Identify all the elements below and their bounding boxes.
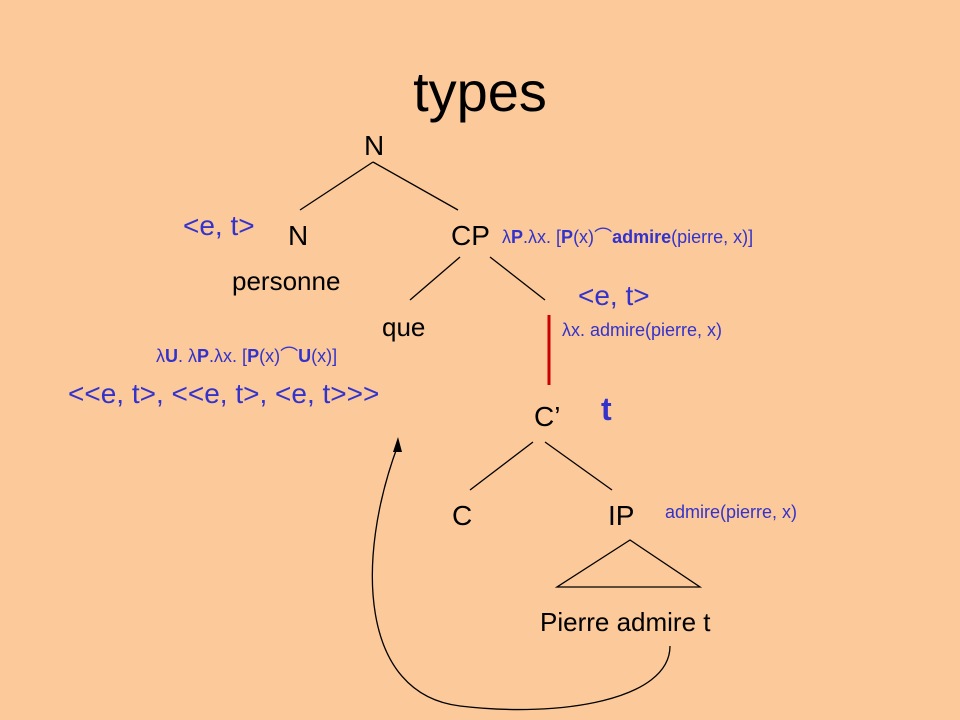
node-n-left: N — [288, 220, 309, 251]
semantics-ip: admire(pierre, x) — [665, 502, 798, 522]
semantics-cp: λP.λx. [P(x)⌒admire(pierre, x)] — [502, 227, 754, 247]
type-t: t — [601, 391, 612, 427]
semantics-cbar: λx. admire(pierre, x) — [562, 320, 723, 340]
movement-arrow — [371, 444, 671, 711]
type-que: <<e, t>, <<e, t>, <e, t>>> — [68, 378, 380, 409]
node-cp: CP — [451, 220, 490, 251]
terminal-pierre-admire-t: Pierre admire t — [540, 607, 711, 637]
type-cbar: <e, t> — [578, 280, 650, 311]
node-n-top: N — [364, 130, 385, 161]
node-c-bar: C’ — [534, 401, 561, 432]
edge-cp-to-cbar — [489, 256, 546, 301]
type-n-left: <e, t> — [183, 210, 255, 241]
node-c: C — [452, 500, 473, 531]
word-que: que — [382, 312, 426, 342]
edge-cbar-to-c — [469, 441, 534, 491]
edge-cp-to-que — [409, 256, 461, 301]
semantics-que: λU. λP.λx. [P(x)⌒U(x)] — [156, 346, 338, 366]
word-personne: personne — [232, 266, 341, 296]
edge-n-to-cp — [372, 161, 459, 211]
node-ip: IP — [608, 500, 635, 531]
movement-arrowhead — [393, 437, 402, 452]
edge-cbar-to-ip — [544, 441, 613, 491]
ip-triangle — [554, 539, 703, 588]
slide-title: types — [413, 60, 547, 123]
edge-n-to-n — [299, 161, 374, 211]
